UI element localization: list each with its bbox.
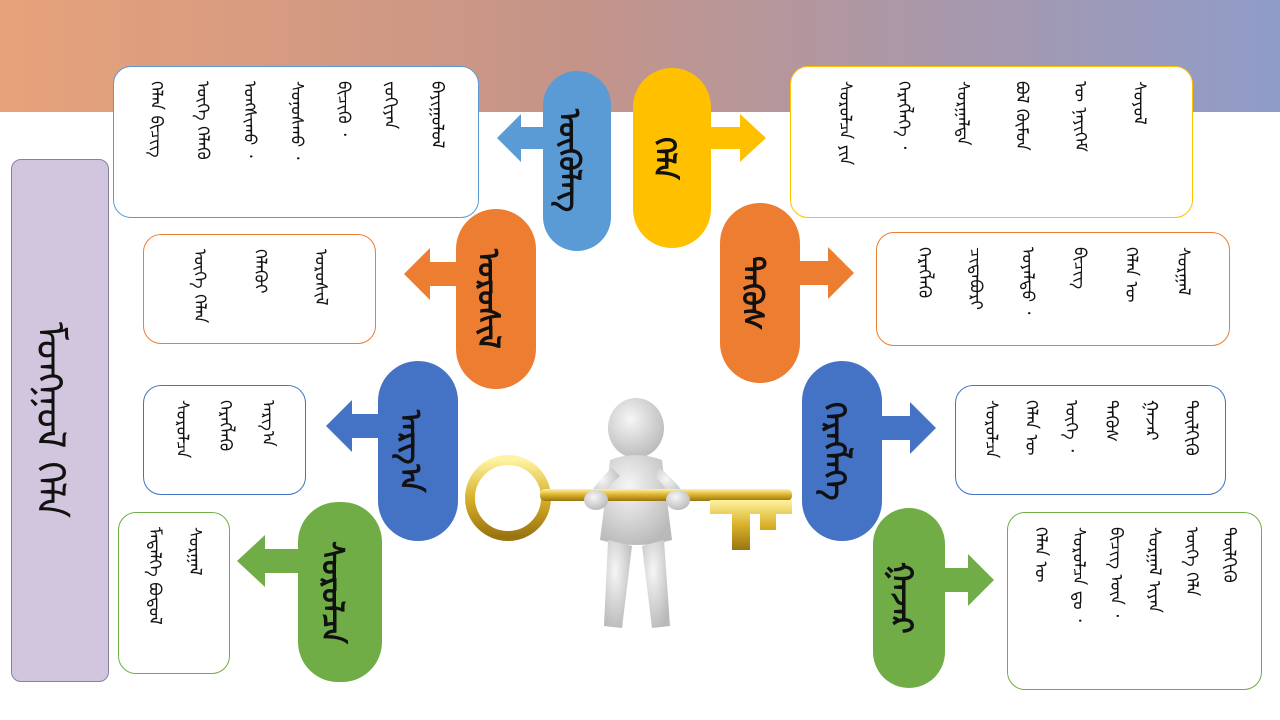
node-text-line: ᠵᠣᠬᠢᠶᠠᠨ [380, 81, 401, 130]
node-label: ᠬᠡᠯᠡ [646, 136, 682, 180]
node-text-line: ᠤᠩᠰᠢᠬᠤ ᠂ [239, 81, 260, 158]
node-text-line: ᠬᠡᠷᠡᠭᠯᠡᠬᠦ [913, 247, 934, 299]
node-text-line: ᠬᠡᠯᠡᠨ ᠦ [1020, 400, 1041, 456]
node-text-box-1: ᠬᠡᠯᠡᠨ ᠪᠢᠴᠢᠭ ᠦᠭᠡ ᠬᠡᠯᠡᠬᠦ ᠤᠩᠰᠢᠬᠤ ᠂ ᠰᠣᠨᠣᠰᠬᠤ … [113, 66, 479, 218]
arrow-left-icon [497, 114, 549, 162]
arrow-left-icon [404, 248, 460, 300]
node-text-line: ᠰᠣᠶᠣᠯ [1129, 81, 1150, 125]
node-label-pill-7: ᠰᠤᠷᠤᠯᠴᠠ [298, 502, 382, 682]
node-text-line: ᠦᠭᠡ ᠬᠡᠯᠡᠨ [189, 249, 210, 324]
title-panel: ᠮᠣᠩᠭᠣᠯ ᠬᠡᠯᠡ [11, 159, 109, 682]
node-text-line: ᠪᠣᠯ ᠬᠦᠮᠦᠨ [1011, 81, 1032, 151]
node-text-line: ᠰᠤᠷᠤᠯᠴᠠ ᠶᠢᠨ [834, 81, 855, 166]
hand-icon [584, 490, 690, 510]
node-text-line: ᠬᠡᠯᠡᠨ ᠪᠢᠴᠢᠭ [145, 81, 166, 158]
node-label-pill-2: ᠬᠡᠯᠡ [633, 68, 711, 248]
arrow-right-icon [940, 554, 994, 606]
node-text-line: ᠪᠢᠴᠢᠭ [1069, 247, 1090, 290]
node-text-box-2: ᠰᠤᠷᠤᠯᠴᠠ ᠶᠢᠨ ᠬᠡᠷᠡᠭᠯᠡᠭᠡ ᠂ ᠰᠤᠷᠭᠠᠯᠲᠠ ᠪᠣᠯ ᠬᠦᠮ… [790, 66, 1193, 218]
node-text-line: ᠰᠣᠨᠣᠰᠬᠤ ᠂ [286, 81, 307, 160]
node-text-box-3: ᠦᠭᠡ ᠬᠡᠯᠡᠨ ᠬᠡᠯᠡᠬᠦᠢ ᠤᠷᠤᠰᠢᠯ [143, 234, 376, 344]
node-label: ᠭᠠᠵᠠᠷ [883, 562, 919, 634]
node-text-line: ᠦᠭᠡ ᠂ [1060, 400, 1081, 452]
arrow-right-icon [710, 114, 766, 162]
person-with-key-illustration [465, 398, 792, 628]
node-label-pill-1: ᠦᠬᠦᠯᠡᠭ [543, 71, 611, 251]
node-text-line: ᠲᠡᠭᠦᠰ [1100, 400, 1121, 443]
node-text-box-7: ᠮᠡᠳᠡᠯᠭᠡ ᠪᠤᠳᠤᠯ ᠰᠤᠷᠭᠠᠯ [118, 512, 230, 674]
node-text-line: ᠤᠷᠤᠰᠢᠯ [310, 249, 331, 306]
node-text-line: ᠰᠤᠷᠤᠯᠴᠠ ᠳᠤ ᠂ [1068, 527, 1089, 622]
node-label-pill-8: ᠭᠠᠵᠠᠷ [873, 508, 945, 688]
node-label-pill-3: ᠤᠷᠤᠰᠢᠯ [456, 209, 536, 389]
node-label-pill-6: ᠬᠡᠷᠡᠭᠯᠡᠭᠡ [802, 361, 882, 541]
node-text-line: ᠴᠢᠳᠠᠪᠤᠷᠢ [965, 247, 986, 310]
node-text-line: ᠰᠤᠷᠤᠯᠴᠠ [171, 400, 192, 459]
node-text-line: ᠰᠤᠷᠭᠠᠯᠲᠠ [952, 81, 973, 146]
node-text-line: ᠬᠡᠯᠡᠨ ᠦ [1030, 527, 1051, 583]
node-label: ᠰᠤᠷᠤᠯᠴᠠ [314, 540, 350, 644]
node-text-line: ᠰᠤᠷᠤᠯᠴᠠ [980, 400, 1001, 459]
arrow-left-icon [326, 400, 382, 452]
node-text-line: ᠬᠡᠯᠡᠬᠦᠢ [249, 249, 270, 294]
node-text-line: ᠬᠡᠯᠡᠨ ᠦ [1121, 247, 1142, 303]
node-label: ᠬᠡᠷᠡᠭᠯᠡᠭᠡ [816, 401, 852, 501]
arrow-right-icon [880, 402, 936, 454]
node-text-line: ᠰᠤᠷᠭᠠᠯ [1173, 247, 1194, 296]
node-text-box-4: ᠬᠡᠷᠡᠭᠯᠡᠬᠦ ᠴᠢᠳᠠᠪᠤᠷᠢ ᠤᠶᠠᠯᠳᠤ ᠂ ᠪᠢᠴᠢᠭ ᠬᠡᠯᠡᠨ … [876, 232, 1230, 346]
node-text-line: ᠦᠭᠡ ᠬᠡᠯᠡ [1181, 527, 1202, 597]
node-text-box-6: ᠰᠤᠷᠤᠯᠴᠠ ᠬᠡᠯᠡᠨ ᠦ ᠦᠭᠡ ᠂ ᠲᠡᠭᠦᠰ ᠭᠠᠵᠠᠷ ᠲᠦᠯᠬᠢᠬ… [955, 385, 1226, 495]
arrow-left-icon [237, 535, 301, 587]
node-text-line: ᠮᠡᠳᠡᠯᠭᠡ ᠪᠤᠳᠤᠯ [144, 527, 165, 625]
node-label: ᠠᠷᠭ᠎ᠠ [392, 409, 428, 493]
node-text-line: ᠰᠤᠷᠭᠠᠯ [184, 527, 205, 576]
node-label: ᠲᠡᠭᠦᠰ [734, 255, 770, 331]
node-text-line: ᠲᠦᠯᠬᠢᠬᠦ [1180, 400, 1201, 456]
node-label: ᠤᠷᠤᠰᠢᠯ [470, 249, 506, 349]
node-text-line: ᠬᠡᠷᠡᠭᠯᠡᠭᠡ ᠂ [893, 81, 914, 150]
node-text-line: ᠦ ᠨᠡᠶᠢᠭᠡᠮ [1070, 81, 1091, 152]
node-text-line: ᠰᠤᠷᠭᠠᠯ ᠢᠶᠠᠨ [1143, 527, 1164, 613]
node-text-box-8: ᠬᠡᠯᠡᠨ ᠦ ᠰᠤᠷᠤᠯᠴᠠ ᠳᠤ ᠂ ᠪᠢᠴᠢᠭ ᠦᠨ ᠂ ᠰᠤᠷᠭᠠᠯ ᠢ… [1007, 512, 1262, 690]
person-figure [589, 398, 685, 628]
node-label-pill-4: ᠲᠡᠭᠦᠰ [720, 203, 800, 383]
node-text-line: ᠪᠢᠴᠢᠬᠦ ᠂ [333, 81, 354, 136]
node-text-line: ᠠᠷᠭ᠎ᠠ [257, 400, 278, 447]
node-text-line: ᠦᠭᠡ ᠬᠡᠯᠡᠬᠦ [192, 81, 213, 160]
node-text-box-5: ᠰᠤᠷᠤᠯᠴᠠ ᠬᠡᠷᠡᠭᠯᠡᠬᠦ ᠠᠷᠭ᠎ᠠ [143, 385, 306, 495]
arrow-right-icon [798, 247, 854, 299]
node-text-line: ᠪᠠᠶᠢᠭᠤᠯᠤᠯ [427, 81, 448, 149]
node-label-pill-5: ᠠᠷᠭ᠎ᠠ [378, 361, 458, 541]
node-text-line: ᠭᠠᠵᠠᠷ [1140, 400, 1161, 441]
node-text-line: ᠬᠡᠷᠡᠭᠯᠡᠬᠦ [214, 400, 235, 452]
page-title: ᠮᠣᠩᠭᠣᠯ ᠬᠡᠯᠡ [27, 322, 73, 519]
node-text-line: ᠲᠦᠯᠬᠢᠬᠦ [1219, 527, 1240, 583]
node-text-line: ᠪᠢᠴᠢᠭ ᠦᠨ ᠂ [1106, 527, 1127, 618]
node-label: ᠦᠬᠦᠯᠡᠭ [551, 109, 587, 213]
node-text-line: ᠤᠶᠠᠯᠳᠤ ᠂ [1017, 247, 1038, 315]
